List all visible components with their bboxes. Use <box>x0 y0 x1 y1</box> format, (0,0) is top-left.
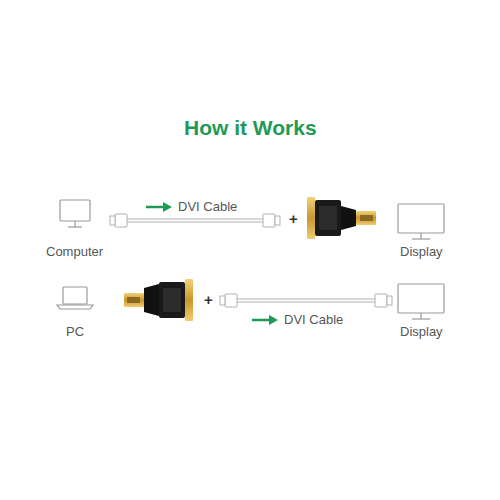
device-node: PC <box>63 322 87 342</box>
computer-icon <box>60 200 90 227</box>
cable-label: DVI Cable <box>178 199 237 215</box>
direction-arrow <box>252 315 278 325</box>
cable-label: DVI Cable <box>284 312 343 328</box>
direction-arrow <box>146 202 172 212</box>
device-label: PC <box>66 324 84 340</box>
title: How it Works <box>184 115 317 141</box>
laptop-icon <box>57 287 93 309</box>
display-icon <box>398 284 444 319</box>
device-label: Display <box>400 244 443 260</box>
dvi-cable <box>220 294 392 307</box>
plus-sign: + <box>289 211 298 227</box>
device-node: Display <box>397 242 446 262</box>
dvi-cable <box>110 214 280 227</box>
hdmi-dvi-adapter <box>124 279 193 321</box>
dvi-hdmi-adapter <box>307 197 376 239</box>
device-label: Computer <box>46 244 103 260</box>
plus-sign: + <box>204 292 213 308</box>
device-node: Display <box>397 322 446 342</box>
display-icon <box>398 204 444 239</box>
device-label: Display <box>400 324 443 340</box>
device-node: Computer <box>43 242 106 262</box>
